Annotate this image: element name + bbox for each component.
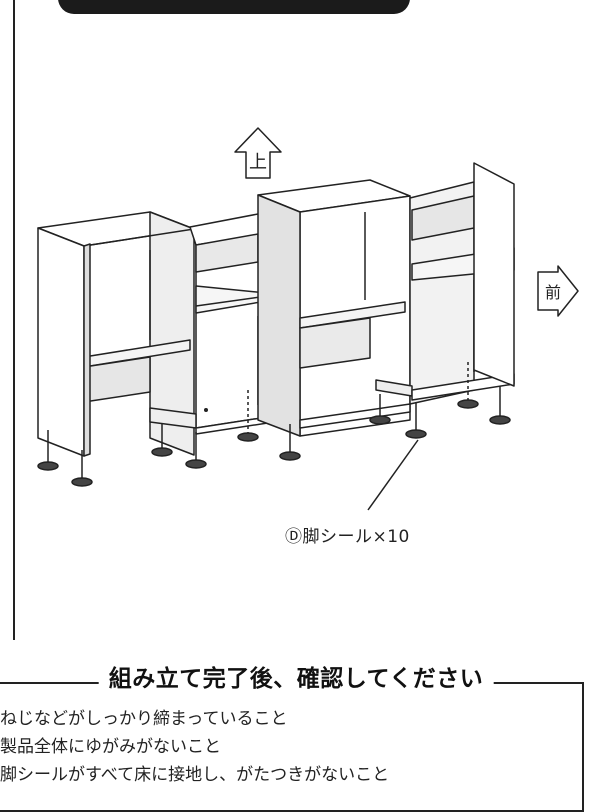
- checklist: ねじなどがしっかり締まっていること 製品全体にゆがみがないこと 脚シールがすべて…: [0, 705, 389, 789]
- shelf-unit-d: [375, 162, 515, 405]
- checklist-item: ねじなどがしっかり締まっていること: [0, 709, 288, 729]
- checklist-item: 製品全体にゆがみがないこと: [0, 737, 221, 757]
- shelf-unit-a: [37, 211, 195, 457]
- checklist-item: 脚シールがすべて床に接地し、がたつきがないこと: [0, 765, 390, 785]
- section-header-banner: [58, 0, 410, 14]
- left-margin-rule: [13, 0, 15, 640]
- up-label: 上: [249, 152, 267, 173]
- front-label: 前: [545, 283, 561, 302]
- front-arrow-icon: 前: [537, 265, 579, 317]
- callout-leader-line: [367, 439, 419, 511]
- shelf-unit-c: [257, 179, 411, 437]
- checklist-title: 組み立て完了後、確認してください: [98, 659, 494, 693]
- leg-pads: [37, 386, 511, 487]
- up-arrow-icon: 上: [234, 127, 282, 179]
- leg-pad-callout: Ⓓ脚シール×10: [285, 527, 410, 547]
- assembly-illustration: 上 前: [37, 127, 579, 511]
